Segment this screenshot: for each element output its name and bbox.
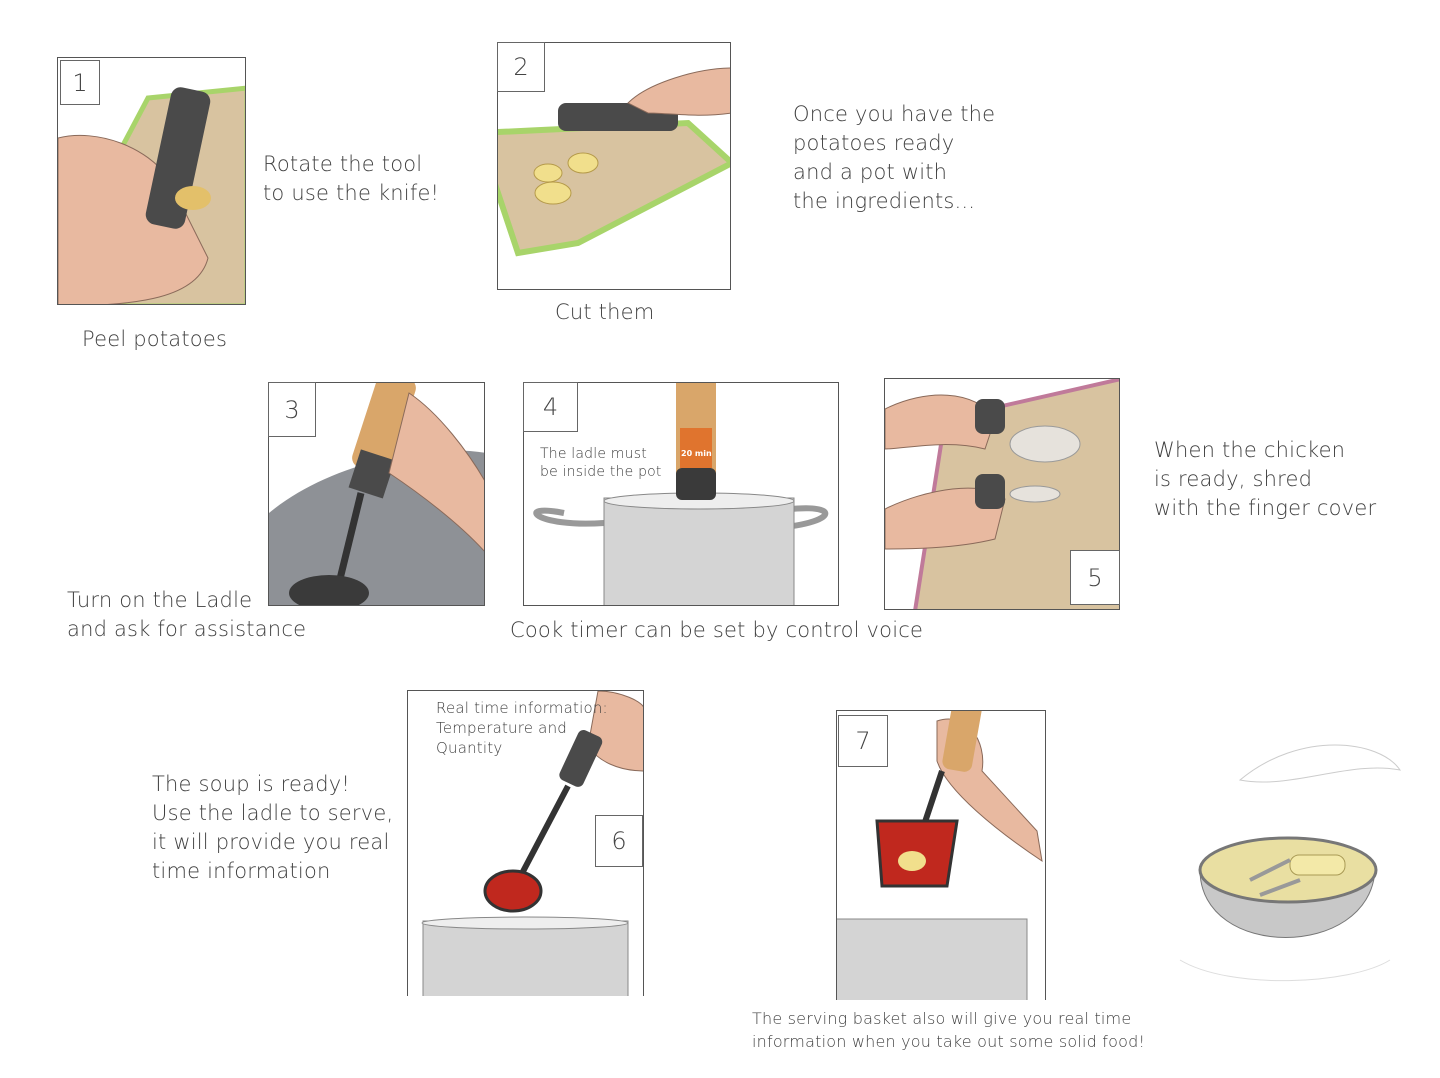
note-line: The soup is ready! (152, 772, 351, 796)
ladle-turn-on-illustration (269, 383, 484, 605)
note-line: Use the ladle to serve, (152, 801, 394, 825)
caption-line: Turn on the Ladle (67, 588, 253, 612)
note-line: and a pot with (793, 160, 948, 184)
note-line: the ingredients... (793, 189, 976, 213)
step-2-note: Once you have the potatoes ready and a p… (793, 100, 995, 216)
note-line: Once you have the (793, 102, 996, 126)
note-line: Rotate the tool (263, 152, 423, 176)
note-line: to use the knife! (263, 181, 440, 205)
step-7-number: 7 (838, 715, 888, 767)
step-5-number: 5 (1070, 550, 1120, 605)
note-line: is ready, shred (1154, 467, 1313, 491)
note-line: The ladle must (540, 446, 647, 462)
step-7-caption: The serving basket also will give you re… (752, 1007, 1145, 1053)
shredding-illustration (885, 379, 1119, 609)
step-5-note: When the chicken is ready, shred with th… (1154, 436, 1376, 523)
note-line: Temperature and (436, 719, 568, 737)
step-1-caption: Peel potatoes (82, 327, 228, 351)
step-4-inset-note: The ladle must be inside the pot (540, 445, 662, 481)
step-2-caption: Cut them (555, 300, 655, 324)
note-line: with the finger cover (1154, 496, 1377, 520)
note-line: it will provide you real (152, 830, 390, 854)
caption-line: information when you take out some solid… (752, 1032, 1146, 1051)
note-line: Quantity (436, 739, 503, 757)
step-6-inset-note: Real time information: Temperature and Q… (436, 698, 608, 758)
note-line: time information (152, 859, 331, 883)
step-4-caption: Cook timer can be set by control voice (510, 618, 924, 642)
caption-line: and ask for assistance (67, 617, 307, 641)
step-2-number: 2 (497, 42, 545, 92)
step-1-panel (57, 57, 246, 305)
note-line: potatoes ready (793, 131, 955, 155)
step-3-caption: Turn on the Ladle and ask for assistance (67, 586, 306, 644)
step-1-number: 1 (60, 60, 100, 105)
note-line: be inside the pot (540, 464, 662, 480)
serving-basket-illustration (837, 711, 1043, 1000)
note-line: Real time information: (436, 699, 608, 717)
step-3-number: 3 (268, 382, 316, 437)
caption-line: The serving basket also will give you re… (752, 1009, 1132, 1028)
serving-ladle-illustration (421, 691, 643, 996)
cutting-illustration (498, 67, 730, 257)
step-1-note: Rotate the tool to use the knife! (263, 150, 439, 208)
timer-display: 20 min (681, 449, 712, 458)
step-4-number: 4 (523, 382, 578, 432)
step-6-number: 6 (595, 815, 643, 867)
peeling-illustration (58, 85, 245, 304)
pot-timer-illustration (533, 383, 829, 605)
step-6-note: The soup is ready! Use the ladle to serv… (152, 770, 393, 886)
note-line: When the chicken (1154, 438, 1346, 462)
